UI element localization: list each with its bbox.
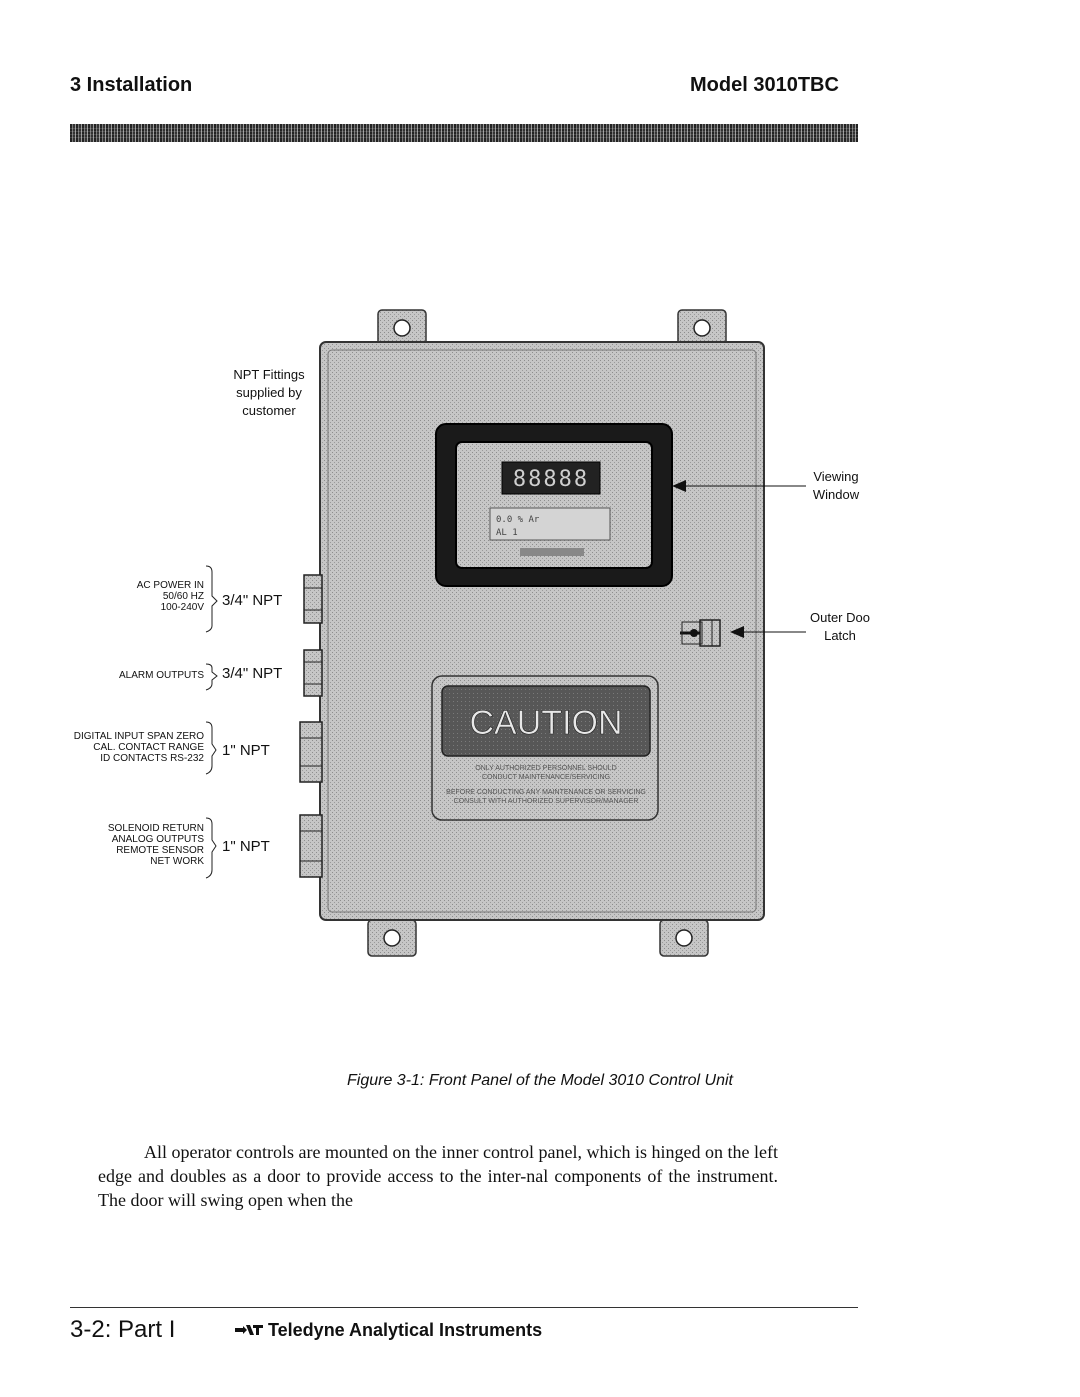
display-line-1: 0.0 % Ar [496,515,540,525]
mounting-tab-top-left [377,309,427,347]
footer-company-name: Teledyne Analytical Instruments [268,1320,543,1340]
body-paragraph: All operator controls are mounted on the… [98,1142,778,1210]
port-line: REMOTE SENSOR [116,845,204,856]
port-brackets [205,565,218,879]
header-rule [70,124,858,142]
port-line: DIGITAL INPUT SPAN ZERO [73,731,204,742]
display-digits: 88888 [513,467,589,492]
caution-title: CAUTION [470,704,623,742]
latch-leader [730,626,806,638]
port-label-alarm-outputs: ALARM OUTPUTS [60,670,204,681]
port-line: ALARM OUTPUTS [118,670,204,681]
fitting-digital-input [299,721,323,783]
fitting-alarm-outputs [303,649,323,697]
mounting-tab-bottom-right [659,919,709,957]
footer-page-number: 3-2: Part I [70,1316,176,1343]
port-line: ANALOG OUTPUTS [111,834,204,845]
viewing-window-callout: Viewing Window [806,468,866,504]
teledyne-logo-icon [235,1325,263,1335]
caution-plate: CAUTION ONLY AUTHORIZED PERSONNEL SHOULD… [431,675,659,821]
mounting-tab-bottom-left [367,919,417,957]
header-section-title: 3 Installation [70,74,193,96]
port-size-alarm-outputs: 3/4" NPT [222,665,283,682]
callout-line: Viewing [813,469,859,484]
port-line: CAL. CONTACT RANGE [93,742,204,753]
header-model-title: Model 3010TBC [690,74,839,96]
mounting-tab-top-right [677,309,727,347]
port-label-ac-power: AC POWER IN 50/60 HZ 100-240V [60,580,204,613]
callout-line: Latch [824,628,856,643]
viewing-window: 88888 0.0 % Ar AL 1 [435,423,673,587]
caution-line-4: CONSULT WITH AUTHORIZED SUPERVISOR/MANAG… [454,798,639,805]
front-panel-figure: 88888 0.0 % Ar AL 1 CAUTION ONLY AUTHORI… [205,309,806,957]
callout-line: Window [812,487,860,502]
callout-line: NPT Fittings [233,367,305,382]
port-size-ac-power: 3/4" NPT [222,592,283,609]
callout-line: supplied by [236,385,302,400]
caution-line-3: BEFORE CONDUCTING ANY MAINTENANCE OR SER… [446,789,646,796]
caution-line-2: CONDUCT MAINTENANCE/SERVICING [482,774,610,781]
port-label-digital-input: DIGITAL INPUT SPAN ZERO CAL. CONTACT RAN… [20,731,204,764]
outer-door-latch-callout: Outer Doo Latch [802,609,878,645]
callout-line: Outer Doo [810,610,870,625]
port-line: 50/60 HZ [162,591,204,602]
fitting-solenoid-return [299,814,323,878]
port-size-solenoid-return: 1" NPT [222,838,270,855]
viewing-window-leader [672,480,806,492]
port-size-digital-input: 1" NPT [222,742,270,759]
port-label-solenoid-return: SOLENOID RETURN ANALOG OUTPUTS REMOTE SE… [60,823,204,867]
port-line: AC POWER IN [136,580,204,591]
display-line-2: AL 1 [496,528,518,538]
port-line: 100-240V [160,602,204,613]
footer-rule [70,1307,858,1308]
port-line: NET WORK [150,856,204,867]
caution-line-1: ONLY AUTHORIZED PERSONNEL SHOULD [475,765,616,772]
callout-line: customer [242,403,296,418]
npt-fittings-callout: NPT Fittings supplied by customer [226,366,312,420]
fitting-ac-power [303,574,323,624]
port-line: ID CONTACTS RS-232 [100,753,204,764]
port-line: SOLENOID RETURN [107,823,204,834]
figure-caption: Figure 3-1: Front Panel of the Model 301… [347,1072,733,1089]
outer-door-latch [680,619,721,647]
